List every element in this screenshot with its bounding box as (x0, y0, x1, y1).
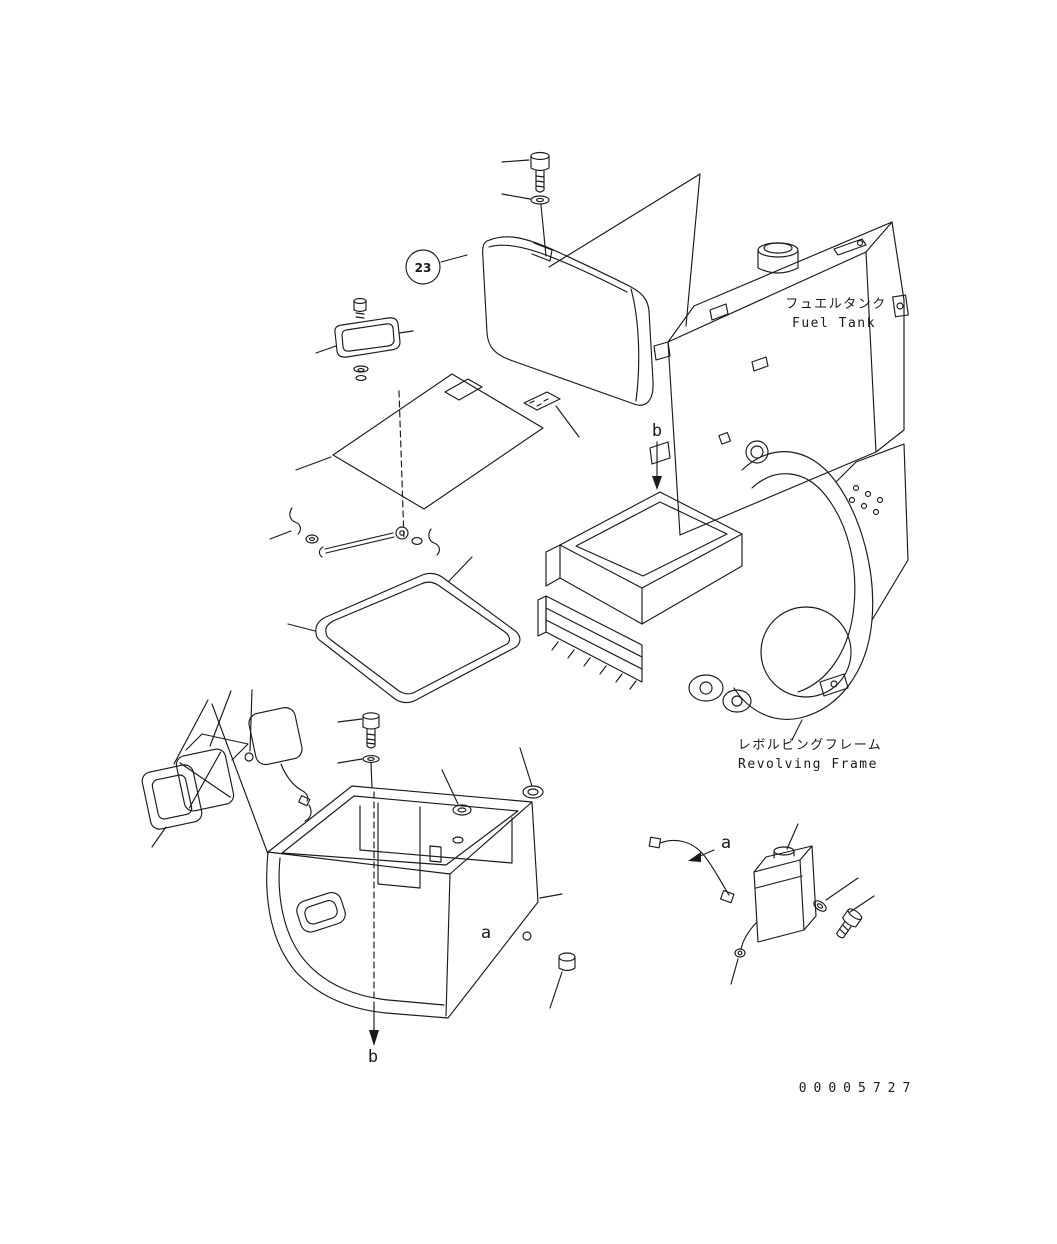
lamp-bolt (244, 752, 254, 762)
reservoir-tank-assembly: a (648, 823, 875, 985)
washer (353, 365, 369, 373)
drain-cap (745, 440, 769, 464)
small-bracket (523, 391, 580, 438)
reservoir-bolt (836, 908, 863, 939)
fuel-tank-label-jp: フュエルタンク (785, 297, 887, 312)
tank-cover-panel (482, 236, 654, 406)
fuel-tank-label-en: Fuel Tank (792, 316, 876, 331)
callout-number: 23 (415, 261, 432, 275)
revolving-frame-label-en: Revolving Frame (738, 757, 878, 772)
battery-box: b a (211, 703, 576, 1067)
lamp-bezel (141, 764, 203, 830)
lower-plug (549, 952, 576, 1009)
view-b-top-label: b (652, 421, 662, 441)
view-a-reservoir-label: a (721, 833, 731, 853)
arrow-down-icon (369, 1030, 379, 1046)
callout-circle[interactable] (405, 249, 441, 285)
small-bolt-head (353, 297, 367, 305)
arrow-left-icon (688, 852, 701, 862)
plug (522, 785, 544, 799)
reservoir-hose (734, 921, 758, 958)
tank-handle (833, 238, 867, 256)
assembly-leader-lines (548, 173, 701, 327)
lamp-lens (175, 748, 235, 812)
boom-mount-arm (688, 451, 874, 720)
filler-cap (757, 242, 799, 274)
drawing-number: 00005727 (799, 1081, 918, 1096)
grommet (452, 804, 472, 816)
lamp-housing (248, 707, 303, 766)
mount-bolt-mid (337, 712, 380, 789)
fuel-tank: フュエルタンク Fuel Tank (649, 221, 909, 536)
floor-plate (295, 373, 544, 541)
box-handle (296, 892, 346, 933)
rod-eye (395, 526, 409, 540)
seal-gasket (287, 556, 521, 704)
lamp-wire (280, 763, 312, 822)
bolt-head (530, 151, 550, 161)
mount-bolt-top (501, 151, 550, 257)
bolt-head (362, 712, 380, 720)
box-divider (377, 802, 464, 889)
washer (530, 195, 550, 205)
rod-and-clips (269, 507, 440, 558)
view-b-box-label: b (368, 1047, 378, 1067)
revolving-frame: b レボルビングフレーム (537, 421, 909, 772)
callout-23[interactable]: 23 (405, 249, 468, 285)
washer (362, 755, 380, 763)
head-lamp-assembly (141, 689, 312, 848)
revolving-frame-label-jp: レボルビングフレーム (738, 738, 883, 753)
reservoir-tank (753, 845, 817, 943)
arrow-down-icon (652, 476, 662, 490)
frame-steps (537, 595, 643, 690)
washer (813, 900, 827, 912)
small-access-cover (315, 297, 414, 381)
view-a-box-label: a (481, 923, 491, 943)
